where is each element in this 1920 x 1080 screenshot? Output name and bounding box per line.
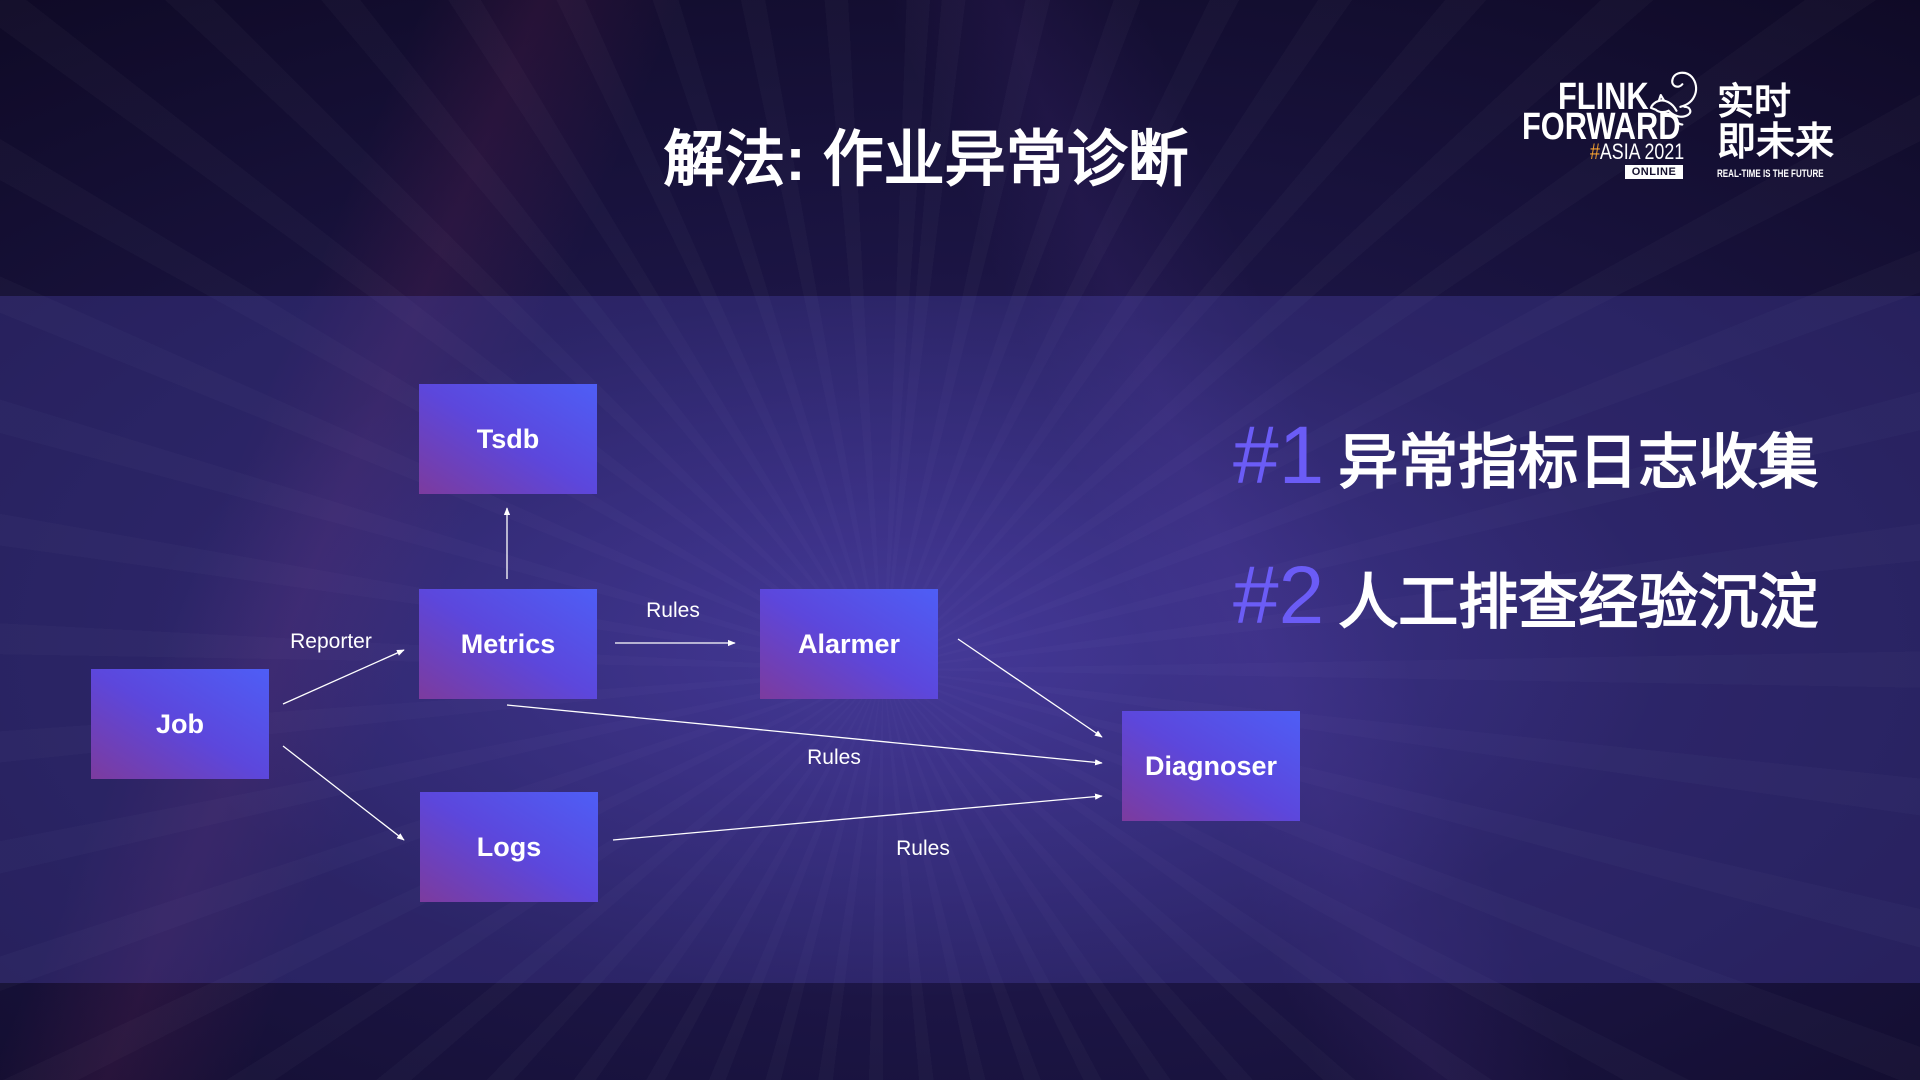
node-label: Job — [155, 708, 204, 739]
logo-tagline: REAL-TIME IS THE FUTURE — [1717, 168, 1824, 180]
key-point-1: #1 异常指标日志收集 — [1233, 415, 1818, 497]
key-point-2: #2 人工排查经验沉淀 — [1233, 555, 1818, 637]
logo-online-badge: ONLINE — [1625, 165, 1683, 179]
logo-flink: FLINK — [1558, 76, 1649, 118]
squirrel-icon — [1649, 71, 1698, 126]
key-point-number: #2 — [1233, 550, 1325, 641]
node-label: Logs — [476, 831, 542, 862]
node-job: Job — [91, 669, 269, 779]
edge-label-reporter: Reporter — [290, 630, 372, 653]
logo-event-tag: #ASIA 2021 — [1590, 141, 1684, 163]
key-point-text: 异常指标日志收集 — [1338, 429, 1819, 496]
node-alarmer: Alarmer — [760, 589, 938, 699]
logo-cn-line2: 即未来 — [1717, 121, 1835, 164]
edge-label-rules-metrics-diagnoser: Rules — [807, 746, 861, 769]
key-point-number: #1 — [1233, 410, 1325, 501]
logo-cn-line1: 实时 — [1717, 81, 1791, 122]
node-label: Alarmer — [797, 628, 901, 659]
key-point-text: 人工排查经验沉淀 — [1338, 569, 1819, 636]
node-label: Diagnoser — [1144, 750, 1278, 781]
slide-title: 解法: 作业异常诊断 — [663, 125, 1189, 193]
node-label: Tsdb — [476, 423, 540, 454]
logo-forward: FORWARD — [1522, 106, 1681, 148]
node-diagnoser: Diagnoser — [1122, 711, 1300, 821]
node-label: Metrics — [460, 628, 556, 659]
edge-label-rules-alarmer: Rules — [646, 599, 700, 622]
node-logs: Logs — [420, 792, 598, 902]
node-tsdb: Tsdb — [419, 384, 597, 494]
event-logo: FLINK FORWARD #ASIA 2021 ONLINE 实时 即未来 R… — [1515, 65, 1845, 190]
logo-hash: # — [1590, 139, 1600, 164]
node-metrics: Metrics — [419, 589, 597, 699]
edge-label-rules-logs-diagnoser: Rules — [896, 837, 950, 860]
logo-event: ASIA 2021 — [1599, 139, 1685, 164]
